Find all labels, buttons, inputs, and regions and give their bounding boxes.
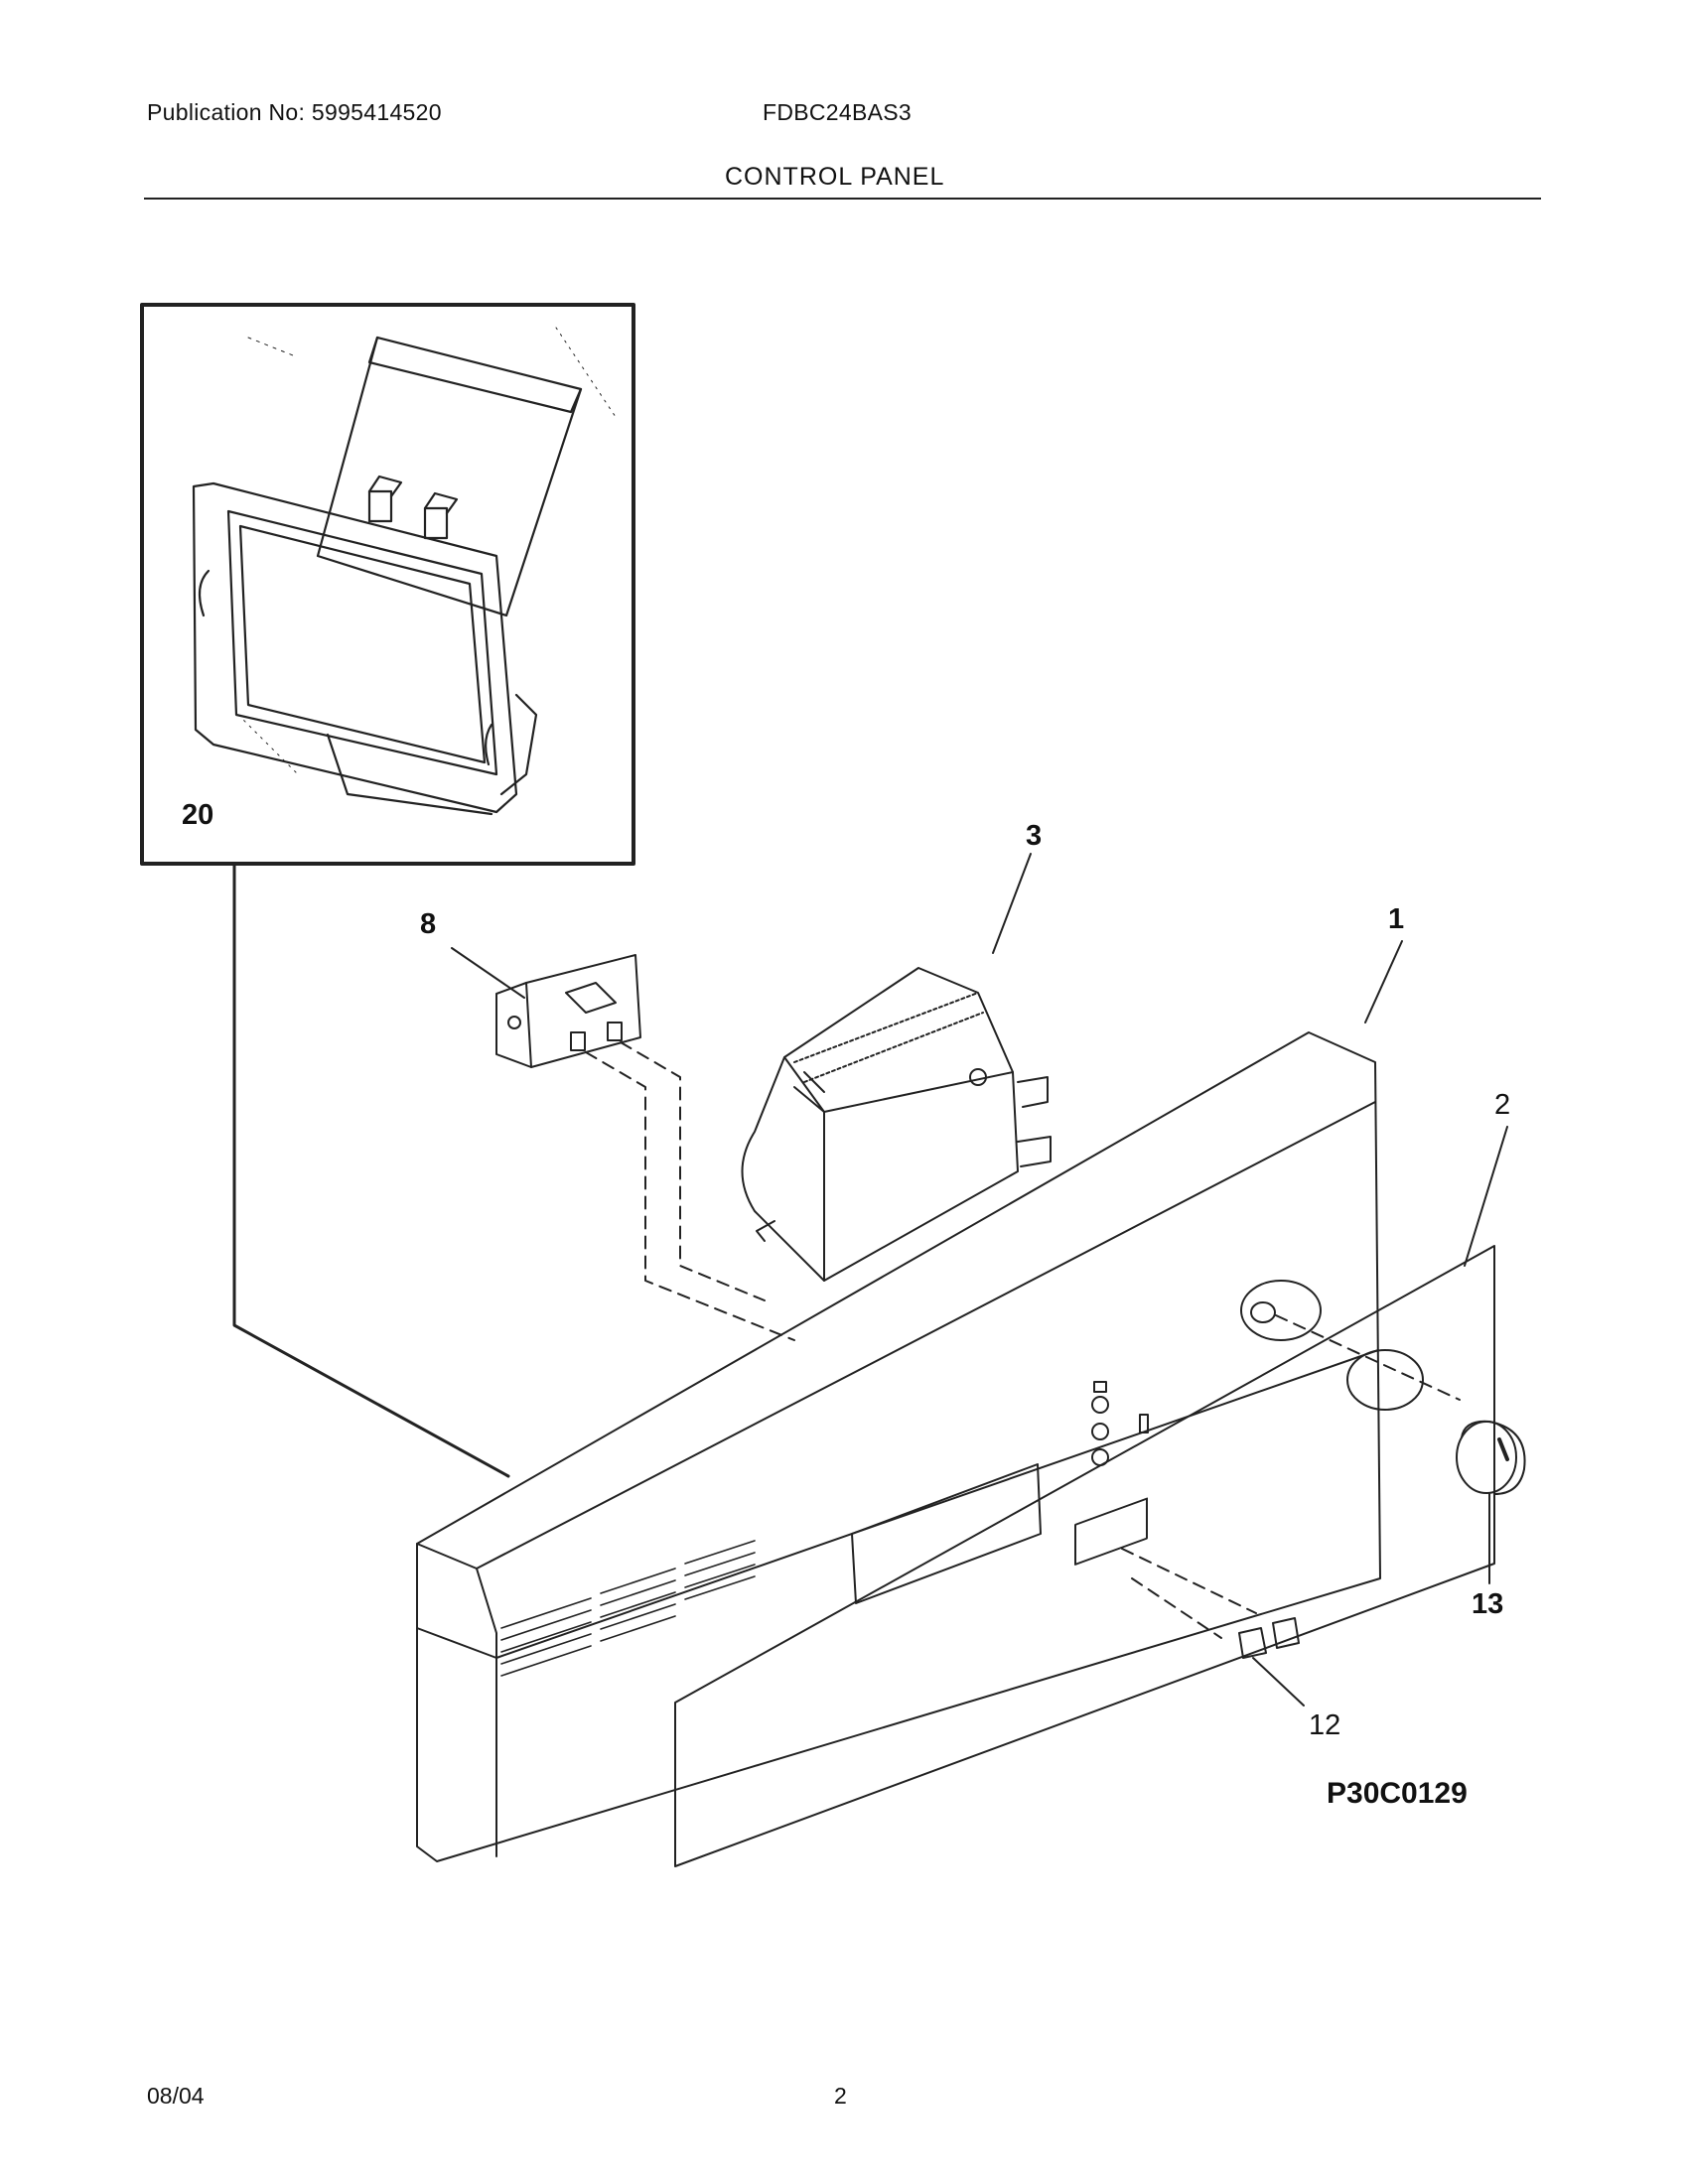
part-1-control-panel	[416, 940, 1403, 1862]
footer-date: 08/04	[147, 2083, 205, 2109]
part-8-switch-bracket	[451, 947, 795, 1341]
callout-13: 13	[1472, 1588, 1503, 1620]
part-3-control-timer	[741, 853, 1052, 1282]
page-number: 2	[834, 2083, 847, 2109]
callout-20: 20	[182, 799, 213, 831]
header-rule	[144, 198, 1541, 200]
callout-3: 3	[1026, 820, 1042, 852]
drawing-id: P30C0129	[1327, 1777, 1468, 1810]
dispenser-assembly	[192, 327, 617, 816]
callout-8: 8	[420, 908, 436, 940]
callout-2: 2	[1494, 1089, 1510, 1121]
section-title: CONTROL PANEL	[725, 163, 945, 191]
part-2-overlay-panel	[674, 1126, 1508, 1867]
model-number: FDBC24BAS3	[763, 99, 913, 125]
part-13-knob	[1456, 1420, 1526, 1584]
inset-leader-line	[232, 862, 510, 1478]
publication-number: Publication No: 5995414520	[147, 99, 442, 125]
vent-slots	[500, 1540, 756, 1677]
part-12-buttons	[1238, 1617, 1305, 1706]
inset-box-part-20: 20	[140, 303, 635, 866]
callout-1: 1	[1388, 903, 1404, 935]
callout-12: 12	[1309, 1709, 1340, 1741]
